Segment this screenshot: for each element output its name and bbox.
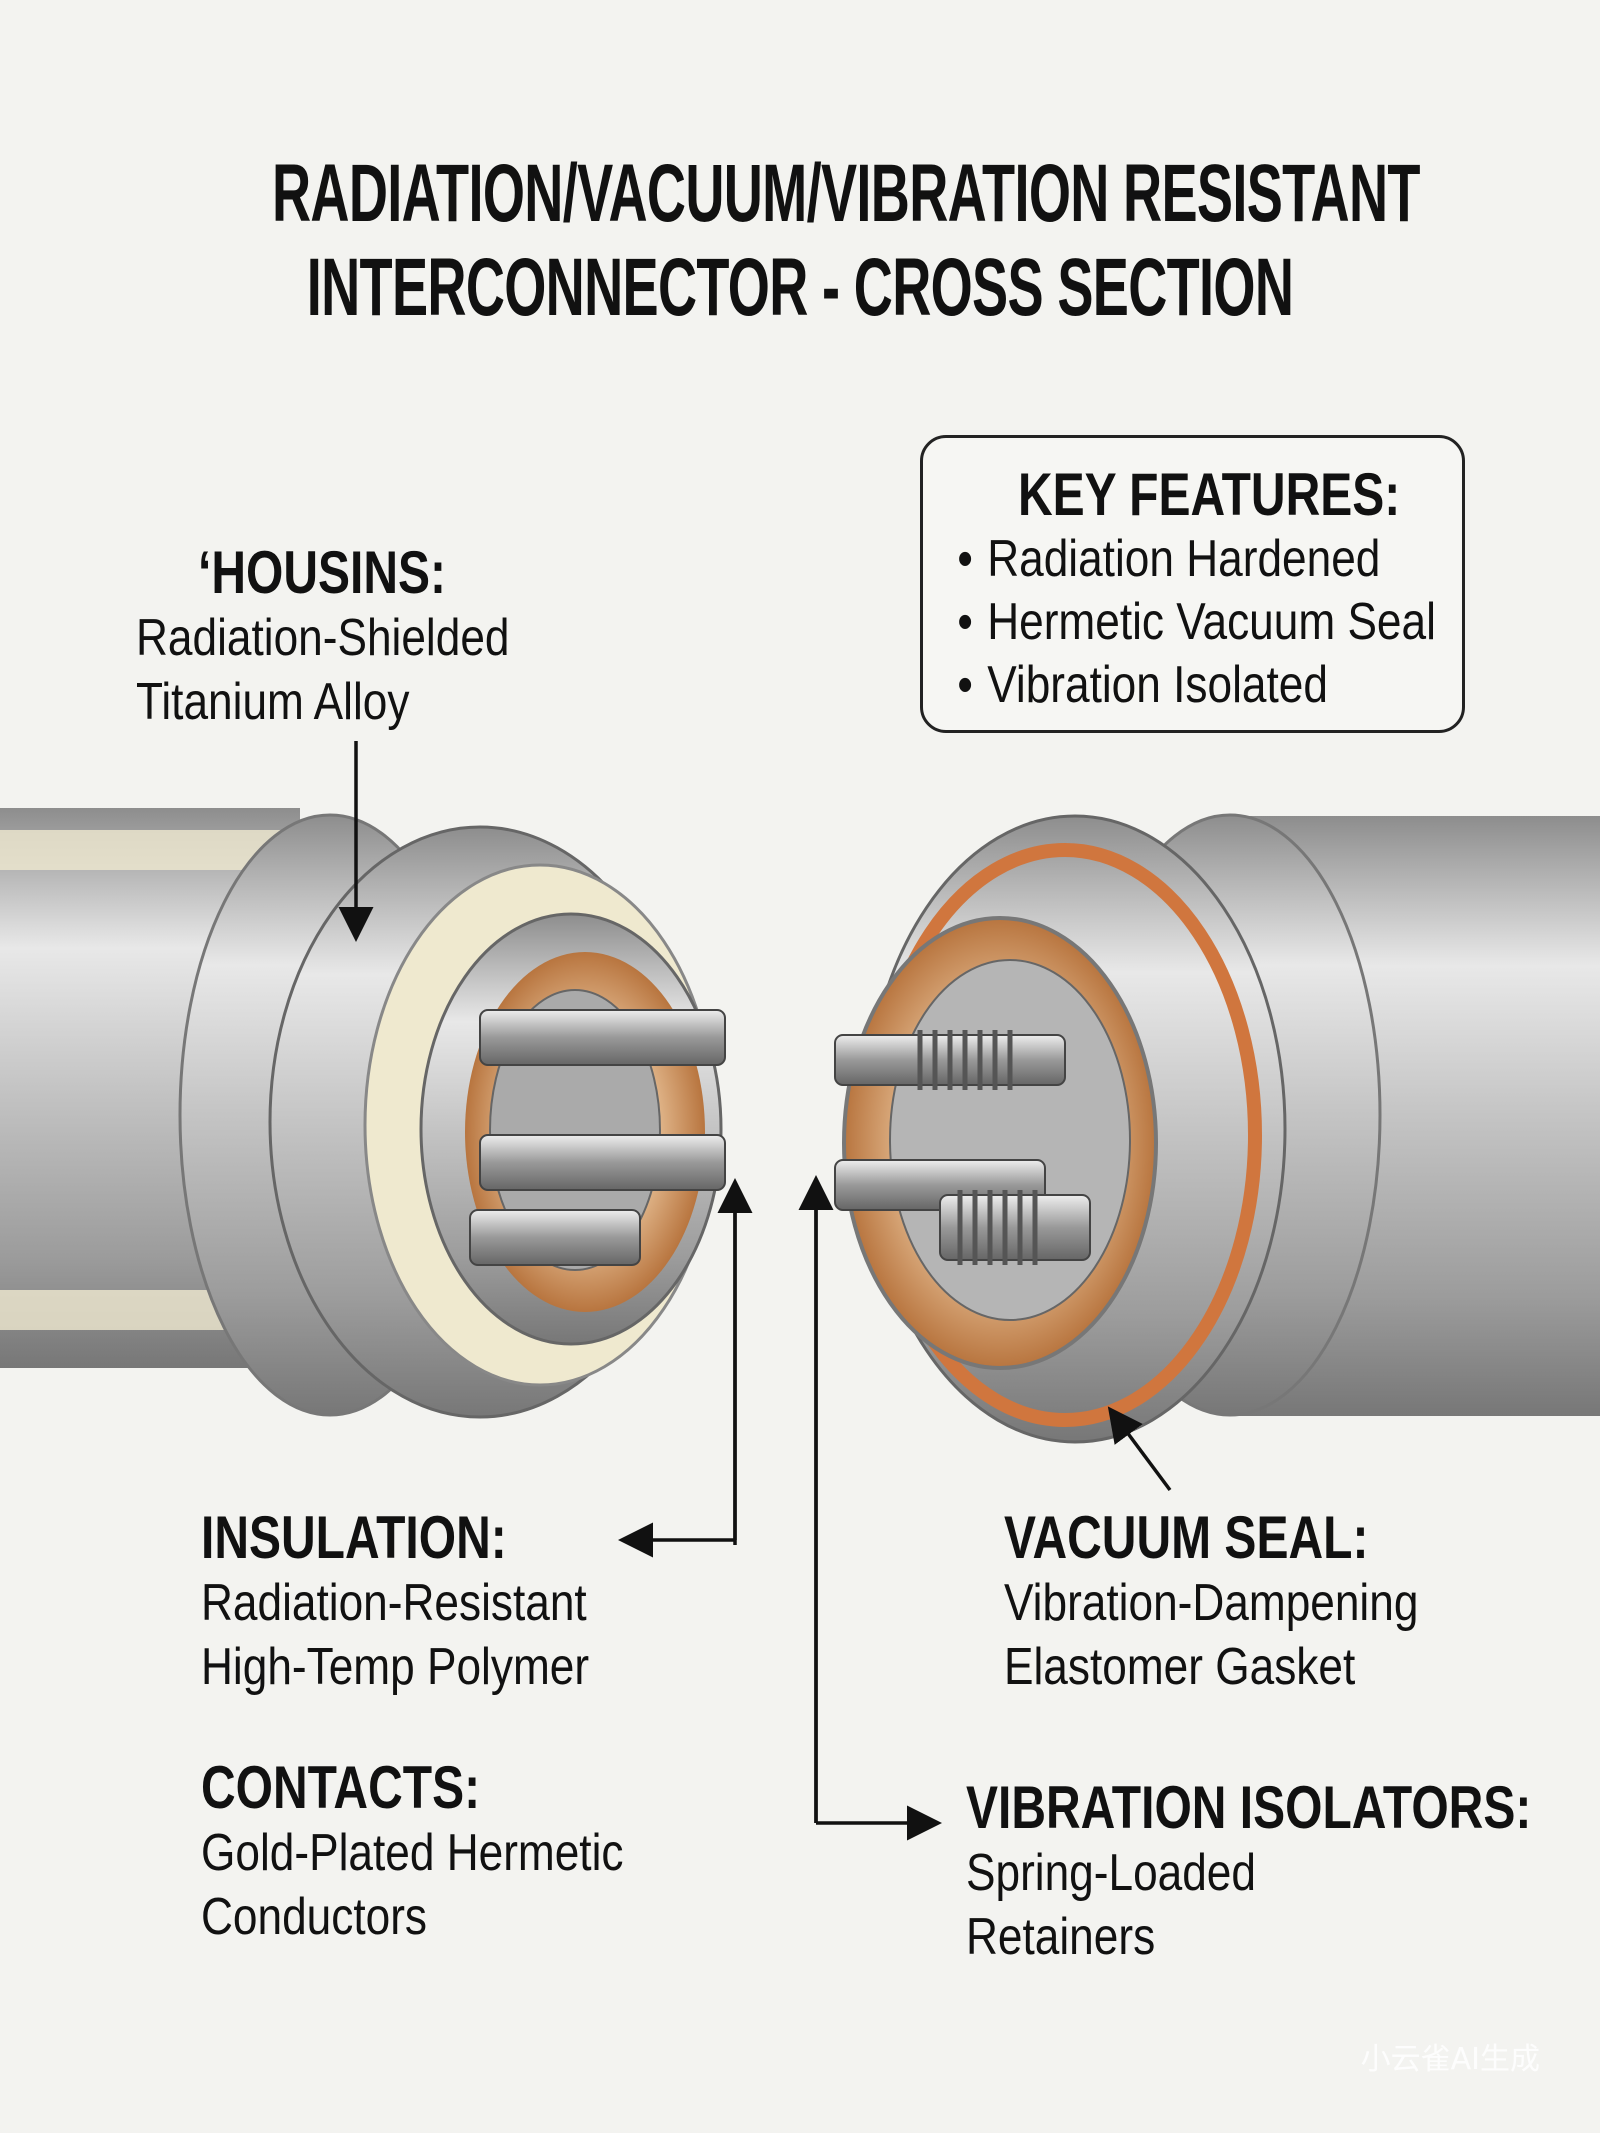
insulation-line: High-Temp Polymer bbox=[201, 1638, 590, 1696]
vacuum-seal-line: Elastomer Gasket bbox=[1004, 1638, 1356, 1696]
contacts-line: Gold-Plated Hermetic bbox=[201, 1824, 624, 1882]
insulation-heading: INSULATION: bbox=[201, 1504, 507, 1571]
housing-line: Titanium Alloy bbox=[136, 673, 410, 731]
callout-arrows bbox=[338, 741, 1172, 1823]
housing-line: Radiation-Shielded bbox=[136, 609, 510, 667]
left-connector bbox=[0, 808, 726, 1419]
contact-pins-left bbox=[469, 1009, 726, 1266]
contacts-line: Conductors bbox=[201, 1888, 428, 1946]
vacuum-seal-line: Vibration-Dampening bbox=[1004, 1574, 1419, 1632]
watermark: 小云雀AI生成 bbox=[1360, 2042, 1540, 2077]
vacuum-seal-arrow bbox=[1107, 1406, 1172, 1492]
vibration-isolators-line: Retainers bbox=[966, 1908, 1156, 1966]
housing-heading: ‘HOUSINS: bbox=[198, 539, 447, 606]
key-features-box: KEY FEATURES: •Radiation Hardened •Herme… bbox=[920, 435, 1465, 733]
vacuum-seal-heading: VACUUM SEAL: bbox=[1004, 1504, 1369, 1571]
key-feature-item: •Radiation Hardened bbox=[957, 530, 1381, 588]
vibration-isolators-heading: VIBRATION ISOLATORS: bbox=[966, 1774, 1532, 1841]
key-features-heading: KEY FEATURES: bbox=[1018, 461, 1401, 528]
contacts-label: CONTACTS: Gold-Plated Hermetic Conductor… bbox=[201, 1755, 698, 1949]
title-line-2: INTERCONNECTOR - CROSS SECTION bbox=[306, 242, 1294, 333]
housing-label: ‘HOUSINS: Radiation-Shielded Titanium Al… bbox=[136, 540, 575, 734]
key-feature-item: •Hermetic Vacuum Seal bbox=[957, 593, 1436, 651]
insulation-line: Radiation-Resistant bbox=[201, 1574, 587, 1632]
vacuum-seal-label: VACUUM SEAL: Vibration-Dampening Elastom… bbox=[1004, 1505, 1492, 1699]
vibration-isolators-label: VIBRATION ISOLATORS: Spring-Loaded Retai… bbox=[966, 1775, 1600, 1969]
spring-contacts-right bbox=[834, 1030, 1091, 1265]
right-connector bbox=[834, 813, 1600, 1444]
title-line-1: RADIATION/VACUUM/VIBRATION RESISTANT bbox=[272, 148, 1420, 239]
vibration-isolators-line: Spring-Loaded bbox=[966, 1844, 1256, 1902]
insulation-label: INSULATION: Radiation-Resistant High-Tem… bbox=[201, 1505, 658, 1699]
contacts-heading: CONTACTS: bbox=[201, 1754, 481, 1821]
key-feature-item: •Vibration Isolated bbox=[957, 656, 1328, 714]
